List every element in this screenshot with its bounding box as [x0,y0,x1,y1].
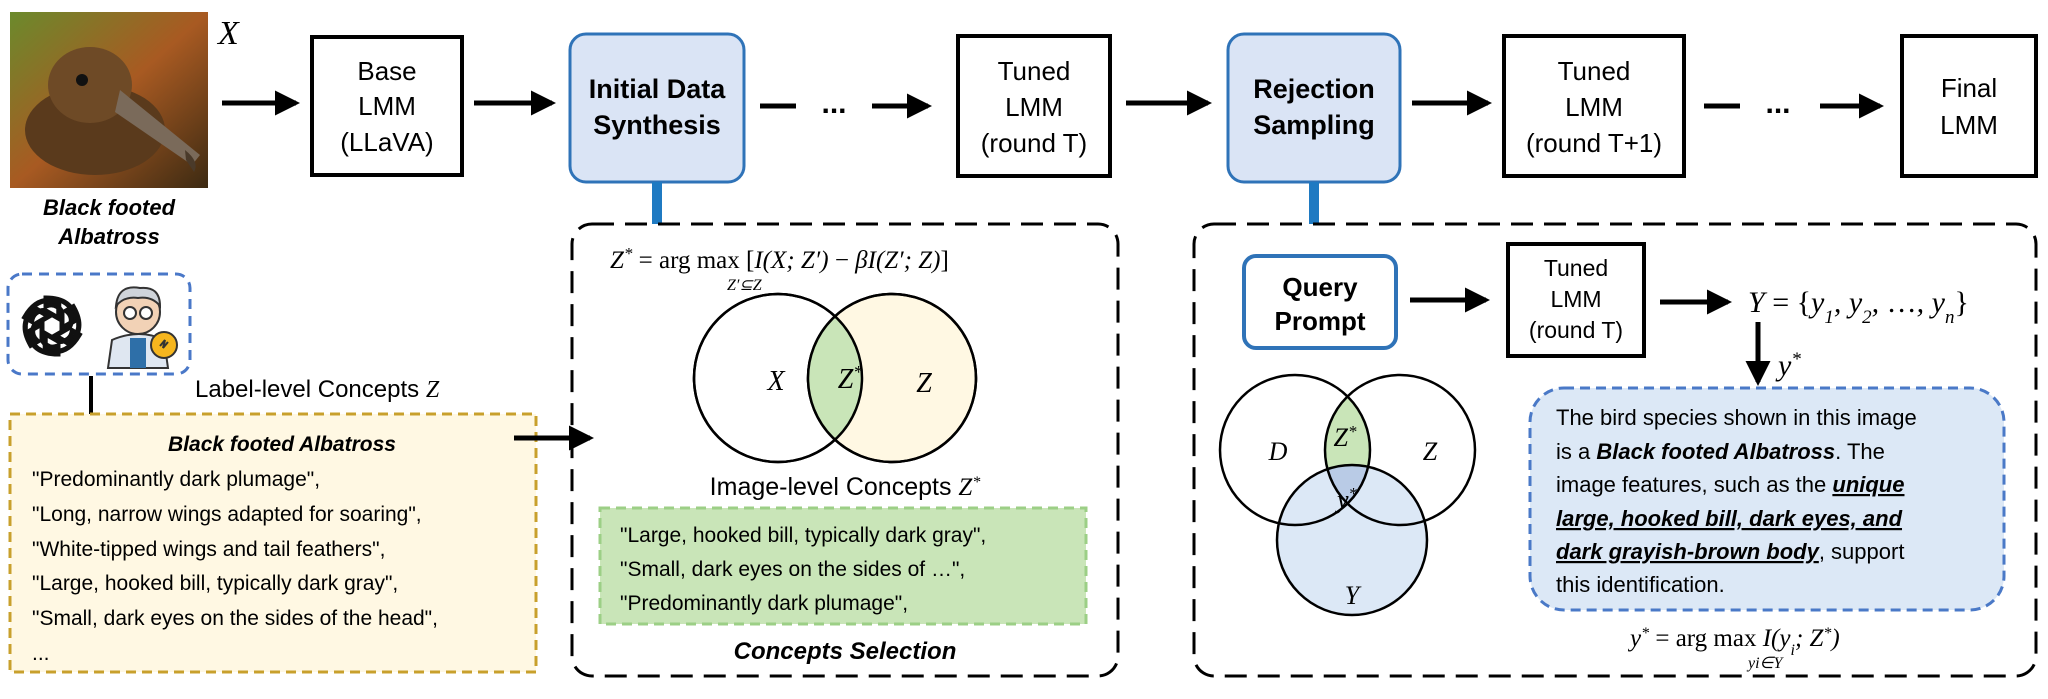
rejection-tuned-label: Tuned [1544,255,1608,281]
rejection-detail-connector [1309,182,1319,224]
expert-lightbulb-icon [106,286,178,369]
label-concepts-box [8,412,538,674]
tuned-t1-label: Tuned [1558,56,1631,86]
rejection-venn [1218,373,1477,617]
rejection-sampling-panel [1192,222,2038,678]
concepts-selection-panel [570,222,1120,678]
final-lmm-label: LMM [1940,110,1998,140]
tuned-t-label: (round T) [981,128,1087,158]
svg-text:Z* = arg max [I(X; Z′) − βI(Z′: Z* = arg max [I(X; Z′) − βI(Z′; Z)] [610,244,949,275]
label-concepts-heading: Label-level Concepts Z [195,376,440,403]
rejection-tuned-label: LMM [1550,286,1601,312]
rejection-selection-formula: y* = arg max I(yi; Z*) yi∈Y [1627,625,1840,673]
venn-label-z: Z [916,368,932,399]
final-lmm-box [1900,34,2038,178]
label-concept-item: "Large, hooked bill, typically dark gray… [32,572,398,595]
rejection-sampling-box [1226,32,1402,184]
base-lmm-label: Base [357,56,416,86]
venn-label-x: X [766,366,785,397]
tuned-t-label: Tuned [998,56,1071,86]
image-caption-line2: Albatross [57,224,159,249]
label-concept-item: "Long, narrow wings adapted for soaring"… [32,503,422,526]
label-concept-item: "Predominantly dark plumage", [32,468,320,491]
answer-line: dark grayish-brown body, support [1556,539,1904,564]
tuned-t1-label: LMM [1565,92,1623,122]
selected-concept-item: "Small, dark eyes on the sides of …", [620,558,965,581]
venn-label-y: Y [1345,581,1362,610]
concept-source-box [6,272,192,376]
tuned-t1-label: (round T+1) [1526,128,1662,158]
image-variable-label: X [216,15,240,52]
output-set-formula: Y = {y1, y2, …, yn} [1748,286,1969,328]
query-prompt-box [1242,254,1398,350]
base-lmm-label: LMM [358,91,416,121]
label-concept-item: "White-tipped wings and tail feathers", [32,538,385,561]
selected-concepts-box [598,506,1088,626]
selected-concept-item: "Predominantly dark plumage", [620,592,908,615]
tuned-t-label: LMM [1005,92,1063,122]
rejection-sampling-label: Rejection [1253,74,1375,104]
svg-text:yi∈Y: yi∈Y [1746,655,1784,672]
answer-line: image features, such as the unique [1556,472,1904,497]
base-lmm-label: (LLaVA) [340,127,433,157]
synthesis-detail-connector [652,182,662,224]
query-prompt-label: Query [1282,272,1358,302]
openai-logo-icon [21,295,83,357]
selected-answer-box [1528,386,2006,612]
label-concept-item: "Small, dark eyes on the sides of the he… [32,607,438,630]
venn-label-d: D [1268,437,1288,466]
pipeline-ellipsis: ... [1765,87,1790,120]
initial-data-synthesis-box [568,32,746,184]
tuned-lmm-round-t-box [956,34,1112,178]
label-concept-ellipsis: ... [32,642,50,665]
query-prompt-label: Prompt [1275,306,1366,336]
concepts-selection-formula: Z* = arg max [I(X; Z′) − βI(Z′; Z)] Z′⊆Z [610,244,949,295]
answer-line: large, hooked bill, dark eyes, and [1556,506,1903,531]
image-caption-line1: Black footed [43,195,176,220]
tuned-lmm-round-t1-box [1502,34,1686,178]
final-lmm-label: Final [1941,73,1997,103]
answer-line: is a Black footed Albatross. The [1556,439,1885,464]
concepts-selection-caption: Concepts Selection [734,638,957,665]
rejection-tuned-lmm-box [1506,242,1646,358]
selected-concept-item: "Large, hooked bill, typically dark gray… [620,524,986,547]
answer-line: this identification. [1556,572,1725,597]
image-level-concepts-heading: Image-level Concepts Z* [710,473,981,501]
initial-synthesis-label: Initial Data [589,74,727,104]
svg-text:y* = arg max I(yi; Z*): y* = arg max I(yi; Z*) [1627,625,1840,659]
rejection-tuned-label: (round T) [1529,317,1623,343]
label-concepts-title: Black footed Albatross [168,433,396,456]
svg-text:Z′⊆Z: Z′⊆Z [727,277,763,294]
albatross-photo [10,12,208,188]
answer-line: The bird species shown in this image [1556,405,1917,430]
pipeline-ellipsis: ... [821,87,846,120]
rejection-sampling-label: Sampling [1253,110,1375,140]
venn-label-z-2: Z [1423,437,1438,466]
base-lmm-box [310,35,464,177]
y-star-label: y* [1775,349,1801,383]
initial-synthesis-label: Synthesis [593,110,721,140]
